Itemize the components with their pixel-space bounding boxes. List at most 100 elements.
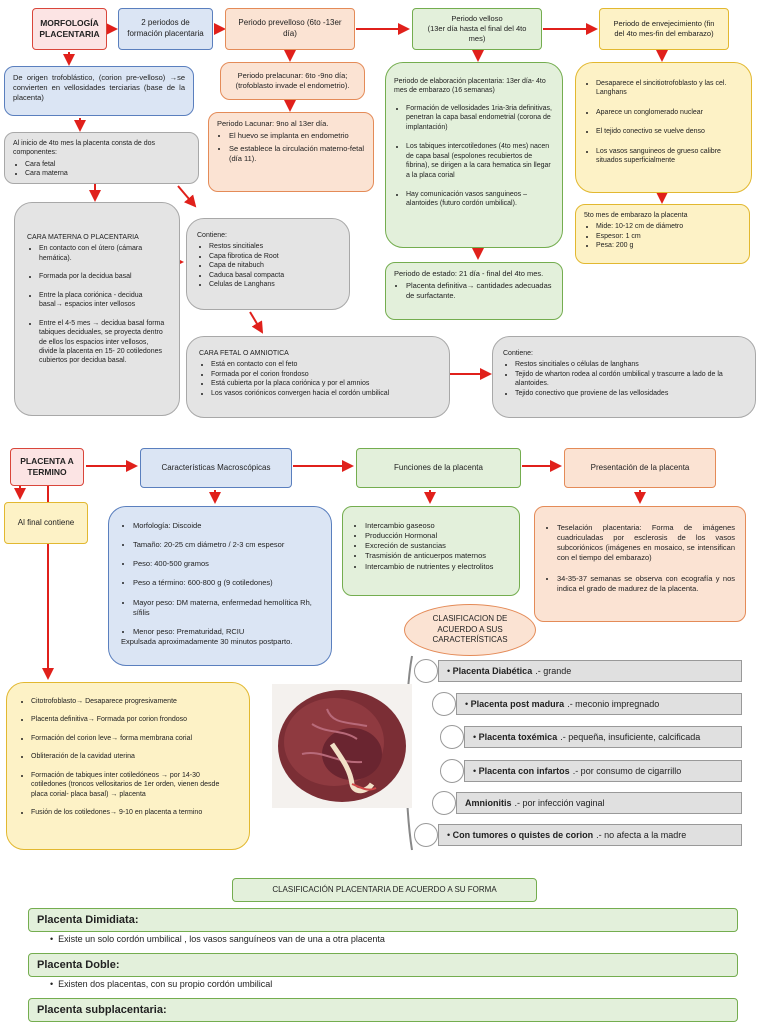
elaboracion-item: Los tabiques intercotiledones (4to mes) … (406, 142, 554, 180)
clasificacion-item: • Placenta post madura.- meconio impregn… (456, 693, 742, 715)
origen-box: De origen trofoblástico, (corion pre-vel… (4, 66, 194, 116)
inicio-item: Cara materna (25, 169, 190, 178)
clasificacion-oval: CLASIFICACION DE ACUERDO A SUS CARACTERÍ… (404, 604, 536, 656)
list-bullet-circle (440, 759, 464, 783)
forma-name: Placenta Doble: (37, 959, 120, 971)
forma-item-bar: Placenta Doble: (28, 953, 738, 977)
macro-footer: Expulsada aproximadamente 30 minutos pos… (121, 636, 293, 646)
final-item: Formación de tabiques inter cotiledóneos… (31, 771, 237, 799)
forma-item-bar: Placenta Dimidiata: (28, 908, 738, 932)
forma-desc: Existe un solo cordón umbilical , los va… (58, 934, 385, 944)
lacunar-title: Periodo Lacunar: 9no al 13er día. (217, 119, 329, 128)
prelacunar-box: Periodo prelacunar: 6to -9no día; (trofo… (220, 62, 365, 100)
medidas-item: Pesa: 200 g (596, 241, 741, 250)
cara-materna-item: En contacto con el útero (cámara hemátic… (39, 244, 167, 263)
clasificacion-name: Placenta toxémica (478, 732, 558, 742)
estado-title: Periodo de estado: 21 día - final del 4t… (394, 269, 544, 278)
contiene2-title: Contiene: (503, 350, 533, 357)
elaboracion-item: Formación de vellosidades 1ria-3ria defi… (406, 104, 554, 132)
estado-item: Placenta definitiva→ cantidades adecuada… (406, 281, 554, 301)
prevelloso-title: Periodo prevelloso (6to -13er día) (238, 18, 342, 38)
macro-item: Peso a término: 600-800 g (9 cotiledones… (133, 578, 319, 588)
forma-name: Placenta subplacentaria: (37, 1004, 167, 1016)
final-text: Al final contiene (17, 517, 75, 527)
velloso-title: Periodo velloso (451, 13, 503, 23)
final-item: Obliteración de la cavidad uterina (31, 752, 237, 761)
termino-title: PLACENTA A TERMINO (20, 455, 74, 477)
clasificacion-item: • Placenta toxémica.- pequeña, insuficie… (464, 726, 742, 748)
cara-fetal-item: Está en contacto con el feto (211, 360, 437, 369)
contiene1-box: Contiene: Restos sincitiales Capa fibrot… (186, 218, 350, 310)
contiene1-title: Contiene: (197, 232, 227, 239)
funciones-detalle-box: Intercambio gaseoso Producción Hormonal … (342, 506, 520, 596)
inicio-item: Cara fetal (25, 160, 190, 169)
list-bullet-circle (414, 659, 438, 683)
presentacion-detalle-box: Teselación placentaria: Forma de imágene… (534, 506, 746, 622)
funciones-item: Intercambio gaseoso (365, 521, 509, 531)
cara-fetal-title: CARA FETAL O AMNIOTICA (199, 350, 289, 357)
macro-box: Características Macroscópicas (140, 448, 292, 488)
elaboracion-title: Periodo de elaboración placentaria: 13er… (394, 78, 546, 95)
morfologia-title: MORFOLOGÍA PLACENTARIA (39, 17, 100, 39)
funciones-item: Producción Hormonal (365, 531, 509, 541)
cara-materna-item: Formada por la decidua basal (39, 272, 167, 281)
cara-fetal-item: Los vasos coriónicos convergen hacia el … (211, 389, 437, 398)
prelacunar-text: Periodo prelacunar: 6to -9no día; (trofo… (235, 70, 350, 90)
clasificacion-name: Placenta Diabética (452, 666, 533, 676)
cara-fetal-item: Está cubierta por la placa coriónica y p… (211, 379, 437, 388)
elaboracion-item: Hay comunicación vasos sanguineos – alan… (406, 190, 554, 209)
clasificacion-desc: .- pequeña, insuficiente, calcificada (560, 732, 701, 742)
estado-box: Periodo de estado: 21 día - final del 4t… (385, 262, 563, 320)
funciones-item: Intercambio de nutrientes y electrolitos (365, 562, 509, 572)
presentacion-box: Presentación de la placenta (564, 448, 716, 488)
forma-desc-row: • Existe un solo cordón umbilical , los … (50, 934, 385, 944)
contiene2-box: Contiene: Restos sincitiales o células d… (492, 336, 756, 418)
final-detalle-box: Citotrofoblasto→ Desaparece progresivame… (6, 682, 250, 850)
periodos-box: 2 periodos de formación placentaria (118, 8, 213, 50)
velloso-box: Periodo velloso (13er día hasta el final… (412, 8, 542, 50)
cara-fetal-item: Formada por el corion frondoso (211, 370, 437, 379)
final-box: Al final contiene (4, 502, 88, 544)
medidas-item: Espesor: 1 cm (596, 232, 741, 241)
final-item: Formación del corion leve→ forma membran… (31, 734, 237, 743)
origen-text: De origen trofoblástico, (corion pre-vel… (13, 73, 185, 103)
lacunar-item: El huevo se implanta en endometrio (229, 131, 365, 141)
contiene1-item: Caduca basal compacta (209, 271, 339, 280)
final-item: Placenta definitiva→ Formada por corion … (31, 715, 237, 724)
presentacion-item: 34-35-37 semanas se observa con ecografí… (557, 574, 735, 594)
funciones-item: Trasmisión de anticuerpos maternos (365, 551, 509, 561)
envejecimiento-detalle-box: Desaparece el sincitiotrofoblasto y las … (575, 62, 752, 193)
inicio-text: Al inicio de 4to mes la placenta consta … (13, 140, 156, 157)
lacunar-item: Se establece la circulación materno-feta… (229, 144, 365, 164)
morfologia-box: MORFOLOGÍA PLACENTARIA (32, 8, 107, 50)
clasificacion-desc: .- por consumo de cigarrillo (572, 766, 682, 776)
clasificacion-name: Placenta post madura (470, 699, 565, 709)
clasificacion-item: • Con tumores o quistes de corion.- no a… (438, 824, 742, 846)
contiene1-item: Celulas de Langhans (209, 280, 339, 289)
final-item: Fusión de los cotiledones→ 9-10 en place… (31, 808, 237, 817)
forma-desc: Existen dos placentas, con su propio cor… (58, 979, 273, 989)
clasificacion-desc: .- grande (535, 666, 572, 676)
final-item: Citotrofoblasto→ Desaparece progresivame… (31, 697, 237, 706)
envejecimiento-title: Periodo de envejecimiento (fin del 4to m… (613, 18, 715, 38)
clasificacion-desc: .- por infección vaginal (514, 798, 605, 808)
list-bullet-circle (432, 791, 456, 815)
medidas-box: 5to mes de embarazo la placenta Mide: 10… (575, 204, 750, 264)
clasificacion-title: CLASIFICACION DE ACUERDO A SUS CARACTERÍ… (432, 613, 508, 645)
medidas-title: 5to mes de embarazo la placenta (584, 212, 688, 219)
placenta-photo (272, 684, 412, 808)
clasificacion-item: • Placenta Diabética.- grande (438, 660, 742, 682)
forma-item-bar: Placenta subplacentaria: (28, 998, 738, 1022)
lacunar-box: Periodo Lacunar: 9no al 13er día. El hue… (208, 112, 374, 192)
medidas-item: Mide: 10-12 cm de diámetro (596, 222, 741, 231)
termino-box: PLACENTA A TERMINO (10, 448, 84, 486)
prevelloso-box: Periodo prevelloso (6to -13er día) (225, 8, 355, 50)
funciones-box: Funciones de la placenta (356, 448, 521, 488)
inicio-box: Al inicio de 4to mes la placenta consta … (4, 132, 199, 184)
macro-item: Peso: 400-500 gramos (133, 559, 319, 569)
macro-item: Tamaño: 20-25 cm diámetro / 2-3 cm espes… (133, 540, 319, 550)
cara-materna-item: Entre el 4-5 mes → decidua basal forma t… (39, 319, 167, 366)
funciones-title: Funciones de la placenta (394, 462, 483, 472)
list-bullet-circle (440, 725, 464, 749)
elaboracion-box: Periodo de elaboración placentaria: 13er… (385, 62, 563, 248)
